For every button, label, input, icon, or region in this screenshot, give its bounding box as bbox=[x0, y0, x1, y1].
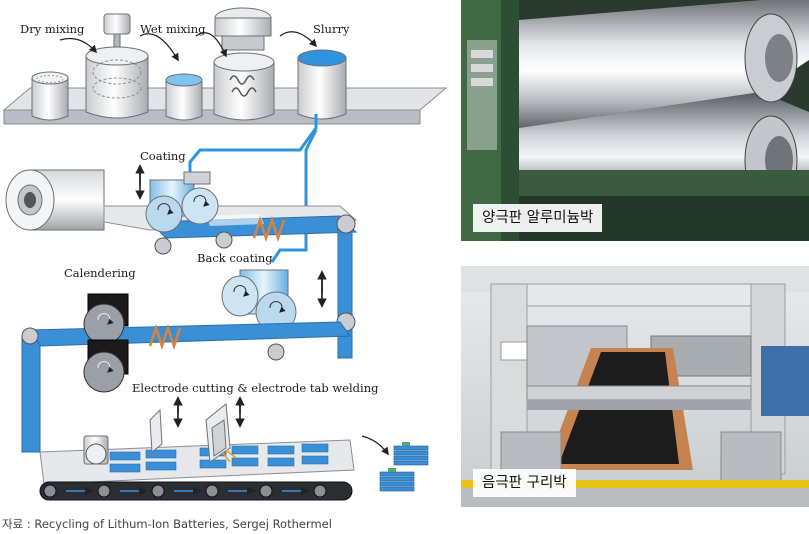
source-citation: 자료 : Recycling of Lithum-Ion Batteries, … bbox=[2, 517, 332, 531]
label-electrode-cutting: Electrode cutting & electrode tab weldin… bbox=[132, 381, 379, 395]
planetary-mixer bbox=[213, 7, 275, 121]
foil-supply-roll bbox=[5, 169, 105, 231]
liquid-container bbox=[165, 73, 203, 121]
output-arrow bbox=[361, 435, 389, 456]
label-back-coating: Back coating bbox=[197, 251, 273, 265]
photo-aluminum-foil: 양극판 알루미늄박 bbox=[461, 0, 809, 241]
label-wet-mixing: Wet mixing bbox=[140, 22, 206, 36]
caption-aluminum-foil: 양극판 알루미늄박 bbox=[473, 204, 603, 232]
slurry-container bbox=[297, 49, 347, 120]
electrode-stacks bbox=[379, 442, 429, 492]
heater-coil-middle bbox=[148, 323, 182, 351]
slurry-pipe bbox=[188, 114, 318, 263]
caption-copper-foil: 음극판 구리박 bbox=[473, 469, 576, 497]
conveyor bbox=[39, 481, 353, 501]
process-diagram: Dry mixing Wet mixing Slurry Coating Bac… bbox=[2, 7, 448, 501]
calendering-rollers bbox=[83, 293, 129, 393]
cutting-station bbox=[39, 403, 355, 485]
heater-coil-upper bbox=[252, 215, 286, 243]
wet-mixing-mixer bbox=[85, 13, 149, 119]
label-calendering: Calendering bbox=[64, 266, 136, 280]
label-coating: Coating bbox=[140, 149, 186, 163]
coating-rollers bbox=[145, 171, 219, 233]
cutting-arrows bbox=[173, 396, 245, 428]
aluminum-foil-image bbox=[461, 0, 809, 241]
back-coating-rollers bbox=[221, 269, 297, 333]
label-dry-mixing: Dry mixing bbox=[20, 22, 85, 36]
mixing-flow-arrows bbox=[59, 31, 318, 62]
photo-copper-foil: 음극판 구리박 bbox=[461, 266, 809, 507]
coating-belt-upper bbox=[103, 205, 358, 239]
label-slurry: Slurry bbox=[313, 22, 350, 36]
copper-foil-image bbox=[461, 266, 809, 507]
dry-mixing-container bbox=[31, 71, 69, 121]
